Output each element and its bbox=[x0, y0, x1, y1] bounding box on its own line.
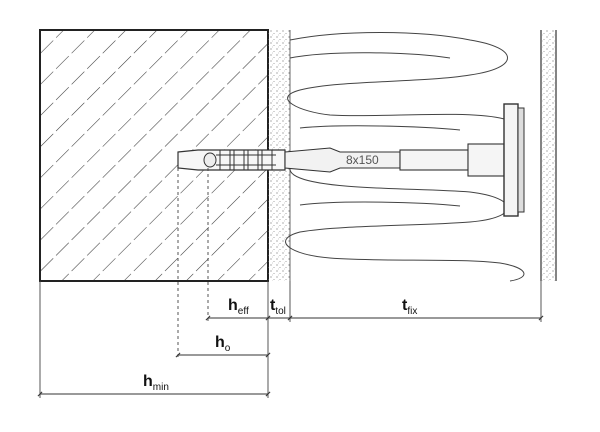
dimension-label-t-tol: ttol bbox=[270, 297, 286, 317]
svg-text:ttol: ttol bbox=[270, 297, 286, 317]
extension-lines-solid bbox=[39, 281, 542, 398]
extension-lines bbox=[177, 168, 209, 358]
anchor-size-label: 8x150 bbox=[346, 153, 379, 167]
dimension-label-h-min: hmin bbox=[143, 373, 169, 393]
svg-text:heff: heff bbox=[228, 297, 249, 317]
dimension-label-h-eff: heff bbox=[228, 297, 249, 317]
anchor-plug: 8x150 bbox=[177, 103, 525, 217]
dimension-label-t-fix: tfix bbox=[402, 297, 417, 317]
svg-text:tfix: tfix bbox=[402, 297, 417, 317]
svg-text:ho: ho bbox=[215, 334, 231, 354]
right-wall bbox=[540, 30, 557, 281]
svg-text:hmin: hmin bbox=[143, 373, 169, 393]
dimension-label-h-o: ho bbox=[215, 334, 231, 354]
dimension-lines bbox=[37, 315, 544, 397]
expansion-ribs bbox=[216, 149, 276, 171]
